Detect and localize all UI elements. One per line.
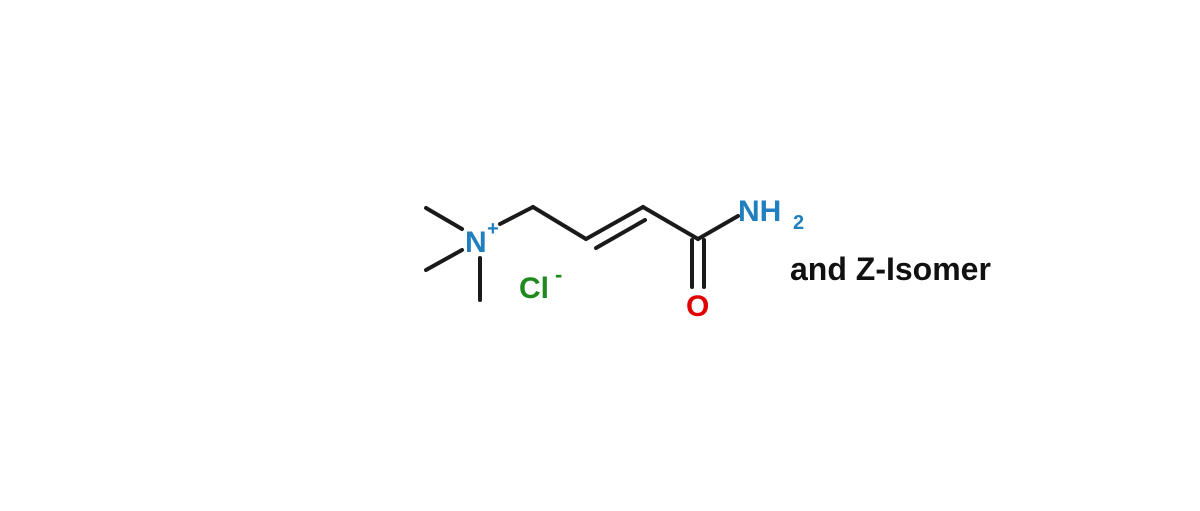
atom-carbonyl-oxygen: O bbox=[686, 290, 709, 323]
chloride-charge: - bbox=[555, 262, 562, 287]
bonds bbox=[424, 205, 740, 302]
atom-nitrogen-cation: N bbox=[465, 226, 487, 259]
amide-nitrogen-subscript: 2 bbox=[793, 212, 804, 234]
cation-charge: + bbox=[487, 218, 499, 240]
bond-ch-carbonyl bbox=[641, 205, 700, 241]
atom-chloride: Cl bbox=[519, 272, 549, 305]
bond-alkene bbox=[584, 205, 645, 241]
isomer-caption: and Z-Isomer bbox=[790, 251, 991, 287]
atom-amide-nitrogen: NH bbox=[738, 195, 781, 228]
bond-alkene-inner bbox=[594, 218, 647, 250]
bond-ch2-ch bbox=[531, 205, 588, 241]
bond-n-ch2 bbox=[498, 205, 535, 226]
bond-methyl-upper bbox=[424, 206, 464, 231]
bond-methyl-lower bbox=[424, 248, 464, 272]
bond-carbonyl-nh2 bbox=[696, 214, 740, 241]
